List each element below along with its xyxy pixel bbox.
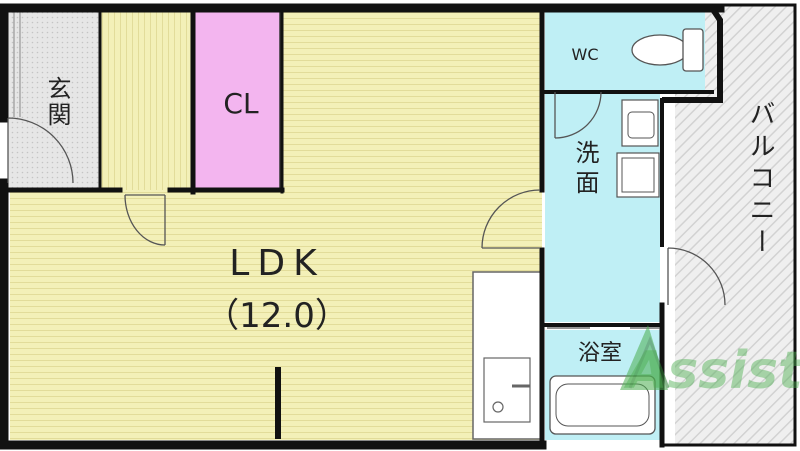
washbasin (621, 99, 659, 147)
wc-room (545, 12, 705, 90)
bathroom (545, 330, 660, 440)
ldk-size-label: （12.0） (205, 296, 349, 336)
closet (195, 12, 299, 188)
washroom (545, 92, 660, 322)
toilet-bowl (631, 34, 689, 66)
closet-label: CL (223, 87, 259, 120)
watermark-text: Assist (623, 341, 800, 401)
bathtub (549, 375, 656, 435)
balcony-label: バルコニー (745, 100, 775, 260)
bath-label: 浴室 (578, 341, 622, 366)
washroom-label: 洗面 (571, 140, 599, 200)
wc-label: WC (572, 45, 599, 64)
ldk-label: LDK (229, 243, 324, 284)
toilet-tank (682, 28, 704, 72)
hall-floor (100, 12, 192, 190)
genkan-area (8, 12, 100, 190)
kitchen-counter (472, 271, 542, 440)
door-swings (7, 91, 726, 329)
walls (0, 3, 725, 450)
ldk-upper-floor (282, 12, 540, 190)
genkan-label: 玄関 (43, 76, 71, 128)
assist-logo (620, 325, 670, 390)
washing-machine-space (616, 152, 660, 198)
